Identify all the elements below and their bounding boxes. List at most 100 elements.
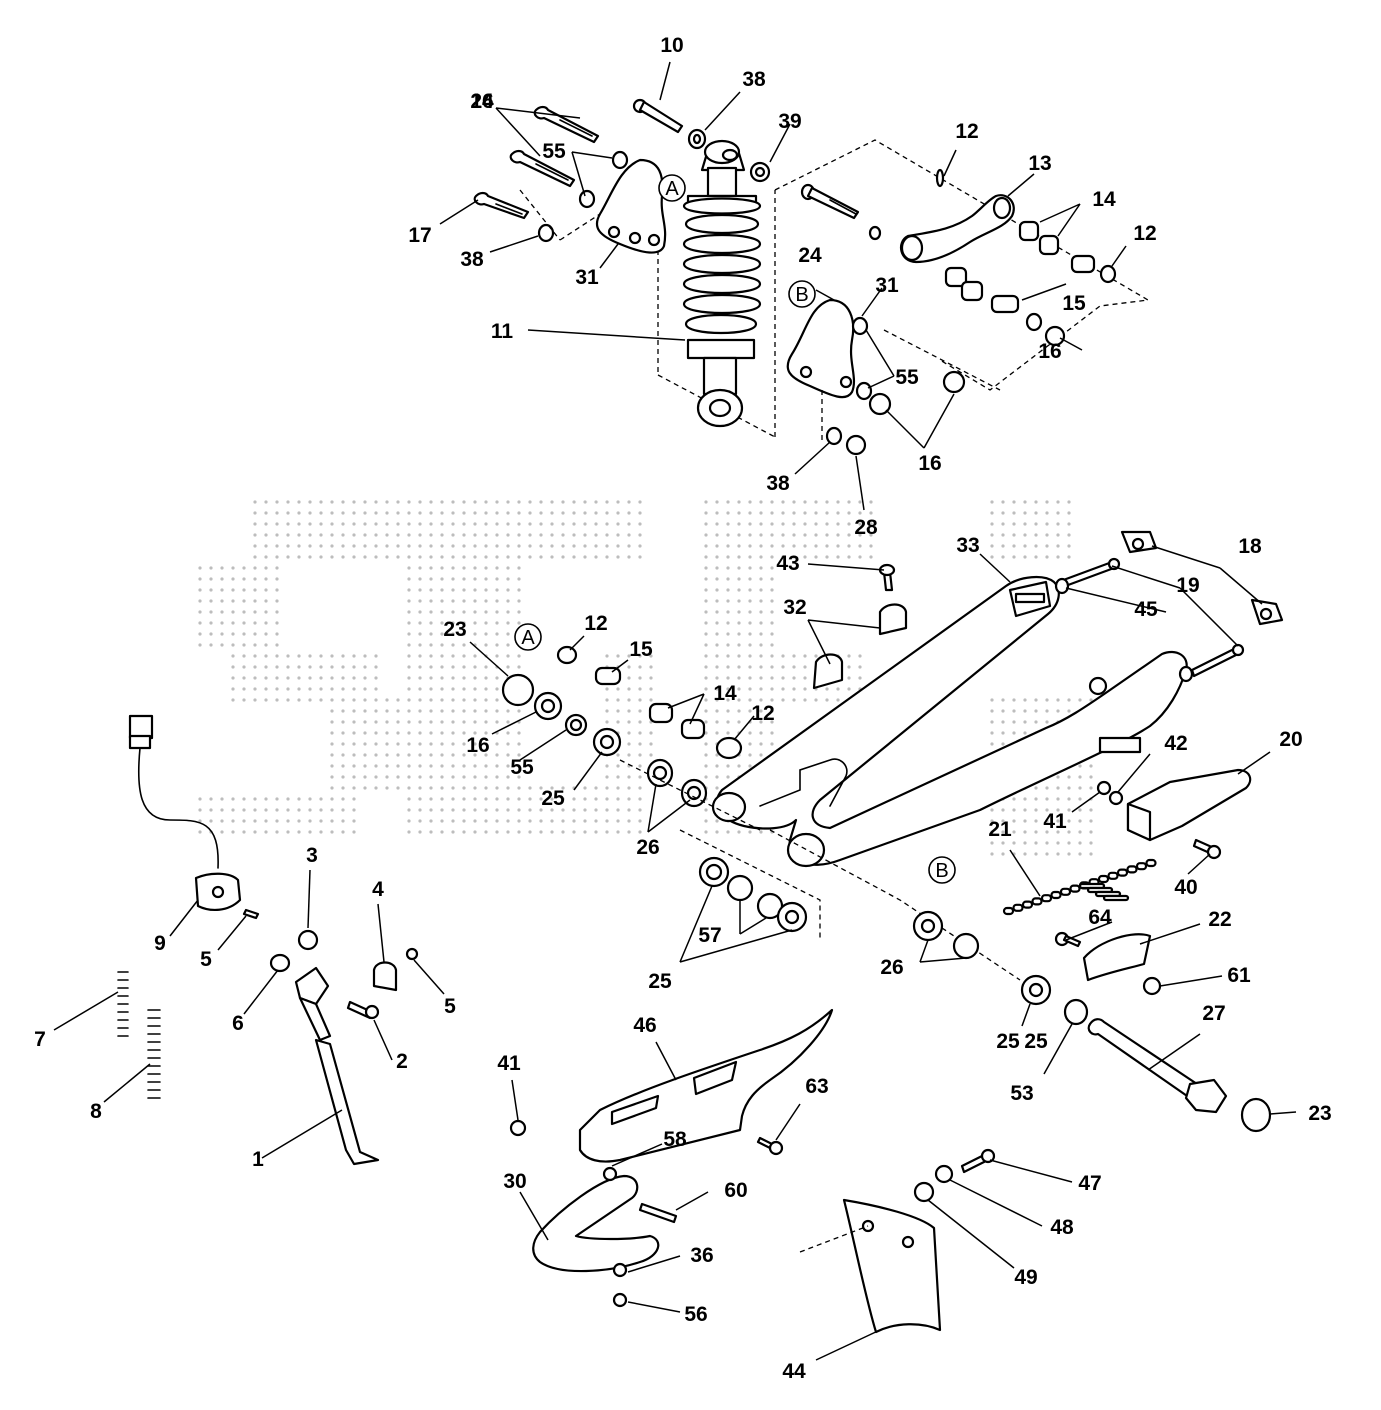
callout-36: 36 (690, 1244, 713, 1267)
callout-31: 31 (875, 274, 899, 297)
callout-61: 61 (1227, 964, 1251, 987)
callout-4: 4 (372, 878, 384, 901)
callout-25: 25 (996, 1030, 1020, 1053)
callout-32: 32 (783, 596, 806, 619)
callout-38: 38 (766, 472, 790, 495)
chain-adjusters (1054, 530, 1284, 683)
callout-26: 26 (880, 956, 903, 979)
callout-2: 2 (396, 1050, 408, 1073)
pivot-bushing-set-left (501, 645, 1021, 981)
shock-absorber (657, 139, 776, 438)
callout-15: 15 (1062, 292, 1086, 315)
callout-5: 5 (444, 995, 456, 1018)
chain-guide-mounts (812, 563, 908, 690)
chain-guard (509, 1008, 834, 1163)
callout-44: 44 (782, 1360, 806, 1383)
right-rocker-plate (786, 298, 1001, 456)
callout-31: 31 (575, 266, 599, 289)
svg-text:B: B (935, 860, 948, 882)
marker-b: B (928, 856, 956, 884)
callout-20: 20 (1279, 728, 1302, 751)
callout-16: 16 (1038, 340, 1061, 363)
marker-a: A (658, 174, 686, 202)
callout-46: 46 (633, 1014, 656, 1037)
callout-24: 24 (470, 90, 494, 113)
callout-22: 22 (1208, 908, 1231, 931)
callout-13: 13 (1028, 152, 1051, 175)
callout-40: 40 (1174, 876, 1197, 899)
reference-markers: A B A B (514, 174, 956, 884)
callout-43: 43 (776, 552, 799, 575)
callout-16: 16 (470, 90, 493, 113)
callout-7: 7 (34, 1028, 46, 1051)
callout-38: 38 (742, 68, 766, 91)
callout-24: 24 (798, 244, 822, 267)
callout-21: 21 (988, 818, 1012, 841)
callout-55: 55 (895, 366, 919, 389)
svg-text:A: A (665, 178, 679, 200)
callout-23: 23 (443, 618, 466, 641)
callout-28: 28 (854, 516, 878, 539)
callout-41: 41 (497, 1052, 521, 1075)
callout-11: 11 (491, 320, 514, 343)
callout-57: 57 (698, 924, 721, 947)
left-rocker-plate-assembly (473, 105, 667, 254)
rear-mudguard (532, 1166, 678, 1308)
mud-flap (799, 1148, 996, 1334)
marker-b: B (788, 280, 816, 308)
swingarm-spindle (1087, 1018, 1272, 1133)
callout-25: 25 (648, 970, 672, 993)
callout-45: 45 (1134, 598, 1158, 621)
callout-16: 16 (466, 734, 489, 757)
callout-33: 33 (956, 534, 979, 557)
marker-a: A (514, 623, 542, 651)
chain-guide-block (1054, 931, 1162, 996)
callout-42: 42 (1164, 732, 1187, 755)
callout-60: 60 (724, 1179, 747, 1202)
callout-63: 63 (805, 1075, 828, 1098)
callout-25: 25 (1024, 1030, 1048, 1053)
callout-55: 55 (542, 140, 566, 163)
callout-56: 56 (684, 1303, 707, 1326)
callout-3: 3 (306, 844, 318, 867)
callout-12: 12 (751, 702, 774, 725)
callout-49: 49 (1014, 1266, 1037, 1289)
side-stand (117, 714, 419, 1166)
pivot-bushing-set-right (698, 856, 1089, 1026)
callout-47: 47 (1078, 1172, 1101, 1195)
callout-38: 38 (460, 248, 484, 271)
callout-25: 25 (541, 787, 565, 810)
callout-10: 10 (660, 34, 683, 57)
callout-6: 6 (232, 1012, 244, 1035)
callout-9: 9 (154, 932, 166, 955)
callout-48: 48 (1050, 1216, 1074, 1239)
callout-58: 58 (663, 1128, 687, 1151)
callout-14: 14 (1092, 188, 1116, 211)
svg-text:B: B (795, 284, 808, 306)
callout-18: 18 (1238, 535, 1262, 558)
callout-19: 19 (1176, 574, 1199, 597)
callout-5: 5 (200, 948, 212, 971)
callout-12: 12 (955, 120, 978, 143)
callout-39: 39 (778, 110, 801, 133)
callout-27: 27 (1202, 1002, 1225, 1025)
callout-17: 17 (408, 224, 431, 247)
callout-30: 30 (503, 1170, 526, 1193)
top-bolt-and-washers (632, 98, 771, 183)
chain-slider (1096, 768, 1252, 860)
callout-12: 12 (1133, 222, 1156, 245)
right-rocker-assembly (774, 139, 1150, 391)
callout-55: 55 (510, 756, 534, 779)
svg-text:A: A (521, 627, 535, 649)
callout-26: 26 (636, 836, 659, 859)
leader-lines (53, 61, 1297, 1361)
callout-15: 15 (629, 638, 653, 661)
callout-1: 1 (252, 1148, 264, 1171)
callout-23: 23 (1308, 1102, 1331, 1125)
callout-64: 64 (1088, 906, 1112, 929)
swingarm (711, 576, 1188, 868)
callout-41: 41 (1043, 810, 1067, 833)
callout-14: 14 (713, 682, 737, 705)
callout-16: 16 (918, 452, 941, 475)
callout-12: 12 (584, 612, 607, 635)
